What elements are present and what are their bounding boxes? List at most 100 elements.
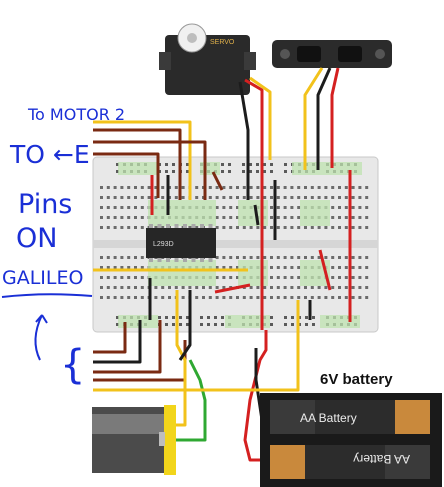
breadboard-hole [291,323,294,326]
dc-motor [92,405,176,475]
breadboard-hole [100,276,103,279]
breadboard-hole [222,276,226,279]
breadboard-hole [186,323,189,326]
breadboard-hole [222,206,226,209]
breadboard-hole [338,186,341,189]
breadboard-hole [249,163,252,166]
battery-wire-red [243,330,270,462]
breadboard-hole [207,323,210,326]
breadboard-hole [134,256,137,259]
chip-pin [208,258,213,262]
sensor-mount-left [280,49,290,59]
breadboard-hole [270,163,273,166]
breadboard-hole [140,256,144,259]
breadboard-hole [358,226,362,229]
breadboard-hole [147,186,151,189]
breadboard-hole [236,276,239,279]
breadboard-hole [283,216,287,219]
breadboard-hole [215,286,219,289]
breadboard-hole [324,256,328,259]
breadboard-hole [358,276,362,279]
breadboard-hole [270,286,273,289]
note-brace: { [60,342,85,388]
breadboard-hole [113,196,117,199]
breadboard-hole [344,216,348,219]
breadboard-hole [338,216,341,219]
chip-pin [157,224,162,228]
breadboard-hole [304,196,307,199]
breadboard-hole [161,286,165,289]
sensor-wire-yellow [303,67,324,170]
breadboard-hole [127,186,131,189]
breadboard-hole [236,186,239,189]
breadboard-hole [297,196,301,199]
left-wire-brown-2 [93,140,207,200]
breadboard-hole [242,163,245,166]
breadboard-hole [276,296,280,299]
breadboard-hole [358,196,362,199]
breadboard-hole [304,226,307,229]
breadboard [92,156,379,333]
breadboard-hole [100,216,103,219]
breadboard-hole [290,216,294,219]
breadboard-hole [351,296,355,299]
breadboard-hole [181,196,185,199]
breadboard-hole [276,286,280,289]
breadboard-hole [161,196,165,199]
breadboard-hole [284,323,287,326]
breadboard-hole [276,226,280,229]
breadboard-hole [324,226,328,229]
bottom-wire-brown-2 [93,320,162,374]
note-galileo: GALILEO [2,267,83,289]
breadboard-hole [365,216,369,219]
breadboard-hole [181,296,185,299]
breadboard-hole [222,216,226,219]
breadboard-hole [338,266,341,269]
breadboard-hole [229,186,233,189]
breadboard-hole [242,186,246,189]
breadboard-hole [236,216,239,219]
chip-pin [174,258,179,262]
breadboard-hole [338,256,341,259]
breadboard-hole [249,186,253,189]
breadboard-hole [263,186,267,189]
breadboard-hole [208,286,212,289]
breadboard-hole [317,256,321,259]
breadboard-hole [331,276,335,279]
breadboard-hole [290,186,294,189]
breadboard-hole [100,226,103,229]
breadboard-hole [116,170,119,173]
breadboard-hole [304,186,307,189]
breadboard-hole [358,256,362,259]
breadboard-hole [106,266,110,269]
servo-horn-hub [187,33,197,43]
battery-cell-2-label: AA Battery [353,452,410,466]
breadboard-hole [120,276,124,279]
breadboard-hole [317,196,321,199]
breadboard-hole [304,256,307,259]
breadboard-hole [154,296,158,299]
breadboard-hole [222,226,226,229]
breadboard-hole [100,186,103,189]
motor-shine [92,414,164,434]
breadboard-hole [242,296,246,299]
breadboard-hole [200,316,203,319]
chip-body [146,228,216,258]
breadboard-hole [297,186,301,189]
motor-end-cap [164,405,176,475]
breadboard-hole [113,286,117,289]
breadboard-hole [270,323,273,326]
green-strip [148,260,216,286]
breadboard-hole [304,286,307,289]
breadboard-hole [134,226,137,229]
breadboard-hole [338,196,341,199]
breadboard-hole [207,316,210,319]
breadboard-hole [116,316,119,319]
breadboard-hole [120,296,124,299]
breadboard-hole [229,216,233,219]
breadboard-hole [304,296,307,299]
breadboard-hole [161,226,165,229]
jumper-black-5 [253,204,260,226]
breadboard-hole [263,286,267,289]
